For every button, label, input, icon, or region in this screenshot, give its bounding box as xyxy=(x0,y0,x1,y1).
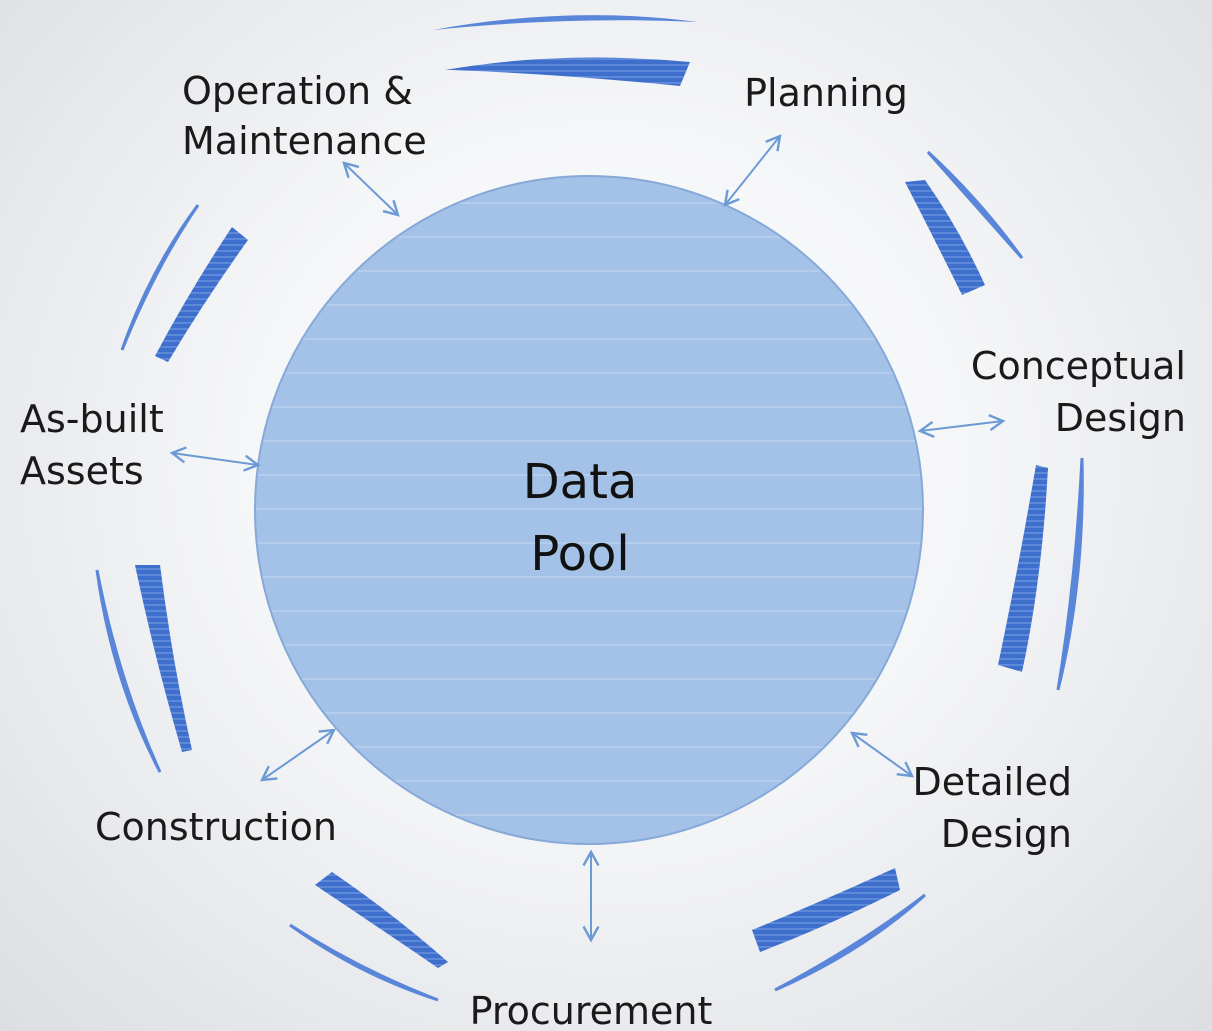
stage-label-conceptual-line2: Design xyxy=(1055,396,1186,440)
arc-segment-right-outer xyxy=(1056,457,1084,691)
connector-arrows xyxy=(169,134,1006,943)
arc-segment-lower-right-outer xyxy=(774,893,927,992)
stage-label-operation-line1: Operation & xyxy=(182,69,413,113)
arc-segment-upper-right-inner xyxy=(905,180,985,295)
arc-segment-left-outer xyxy=(95,569,162,773)
data-pool-circle xyxy=(254,175,924,845)
stage-label-planning: Planning xyxy=(744,71,908,115)
arc-segment-upper-left-outer xyxy=(120,204,200,351)
arc-segment-left-inner xyxy=(135,565,192,752)
stage-label-asbuilt-line2: Assets xyxy=(20,449,144,493)
data-pool-label-line1: Data xyxy=(523,454,638,510)
arrow-detailed-design xyxy=(849,731,915,778)
decorative-arcs xyxy=(95,15,1084,1002)
arc-segment-lower-left-outer xyxy=(289,923,439,1002)
arrow-construction xyxy=(259,728,337,782)
arrow-as-built-assets xyxy=(169,446,261,472)
arc-segment-right-inner xyxy=(998,465,1048,672)
data-pool-label-line2: Pool xyxy=(530,526,629,582)
stage-label-detailed-line1: Detailed xyxy=(913,760,1072,804)
stage-label-operation-line2: Maintenance xyxy=(182,119,427,163)
arc-segment-top-inner xyxy=(445,57,690,86)
arrow-planning xyxy=(723,134,782,207)
stage-label-detailed-line2: Design xyxy=(941,812,1072,856)
arc-segment-top-outer xyxy=(433,15,698,30)
arc-segment-lower-right-inner xyxy=(752,868,900,952)
arc-segment-lower-left-inner xyxy=(315,872,448,968)
arc-segment-upper-right-outer xyxy=(926,150,1024,259)
stage-label-conceptual-line1: Conceptual xyxy=(971,344,1186,388)
stage-label-construction: Construction xyxy=(95,805,337,849)
stage-label-asbuilt-line1: As-built xyxy=(20,397,164,441)
arc-segment-upper-left-inner xyxy=(155,227,248,362)
arrow-operation-maintenance xyxy=(342,161,400,217)
stage-label-procurement: Procurement xyxy=(470,989,713,1031)
arrow-conceptual-design xyxy=(917,414,1006,438)
